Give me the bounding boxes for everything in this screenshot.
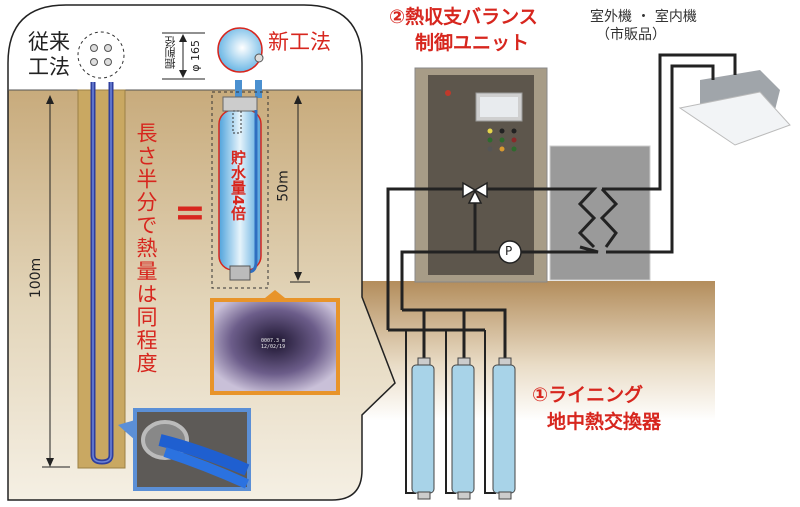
equals-sign: = xyxy=(174,190,206,234)
ac-unit-label: 室外機 ・ 室内機 （市販品） xyxy=(590,8,697,44)
title-line: 制御ユニット xyxy=(415,32,530,54)
bore-diameter-value: φ 165 xyxy=(189,40,202,72)
callout-bubble xyxy=(7,4,396,501)
camera-date: 12/02/19 xyxy=(261,344,286,350)
piping xyxy=(386,53,737,365)
lining-heat-exchangers xyxy=(411,357,516,500)
comparison-text: 長さ半分で熱量は同程度 xyxy=(134,122,158,375)
bore-diameter-label: 掘削径 xyxy=(164,36,177,69)
camera-depth: 0007.3 m xyxy=(261,338,286,344)
label-line: 工法 xyxy=(28,55,70,79)
new-cross-section xyxy=(217,27,263,73)
label-line: 室外機 ・ 室内機 xyxy=(590,9,697,25)
camera-readout: 0007.3 m 12/02/19 xyxy=(261,338,285,350)
storage-text: 貯水量4倍 xyxy=(229,150,247,221)
heat-exchanger-panel xyxy=(549,145,651,281)
conventional-borehole xyxy=(77,89,126,469)
control-unit-title: ②熱収支バランス 制御ユニット xyxy=(389,4,538,56)
new-method-label: 新工法 xyxy=(268,30,331,54)
label-line: （市販品） xyxy=(596,27,666,43)
pump-label: P xyxy=(505,244,513,258)
three-way-valve-icon xyxy=(462,181,488,204)
depth-100m-label: 100m xyxy=(28,257,45,299)
pump-icon xyxy=(498,240,522,264)
exchanger-title: ①ライニング 地中熱交換器 xyxy=(532,382,661,436)
depth-50m-label: 50m xyxy=(275,170,292,202)
title-line: ①ライニング xyxy=(532,384,644,406)
indoor-ac-unit xyxy=(678,70,791,146)
title-line: ②熱収支バランス xyxy=(389,6,538,28)
label-line: 従来 xyxy=(28,30,70,54)
conventional-cross-section xyxy=(77,31,125,79)
title-line: 地中熱交換器 xyxy=(547,411,662,433)
conventional-method-label: 従来 工法 xyxy=(28,30,70,80)
